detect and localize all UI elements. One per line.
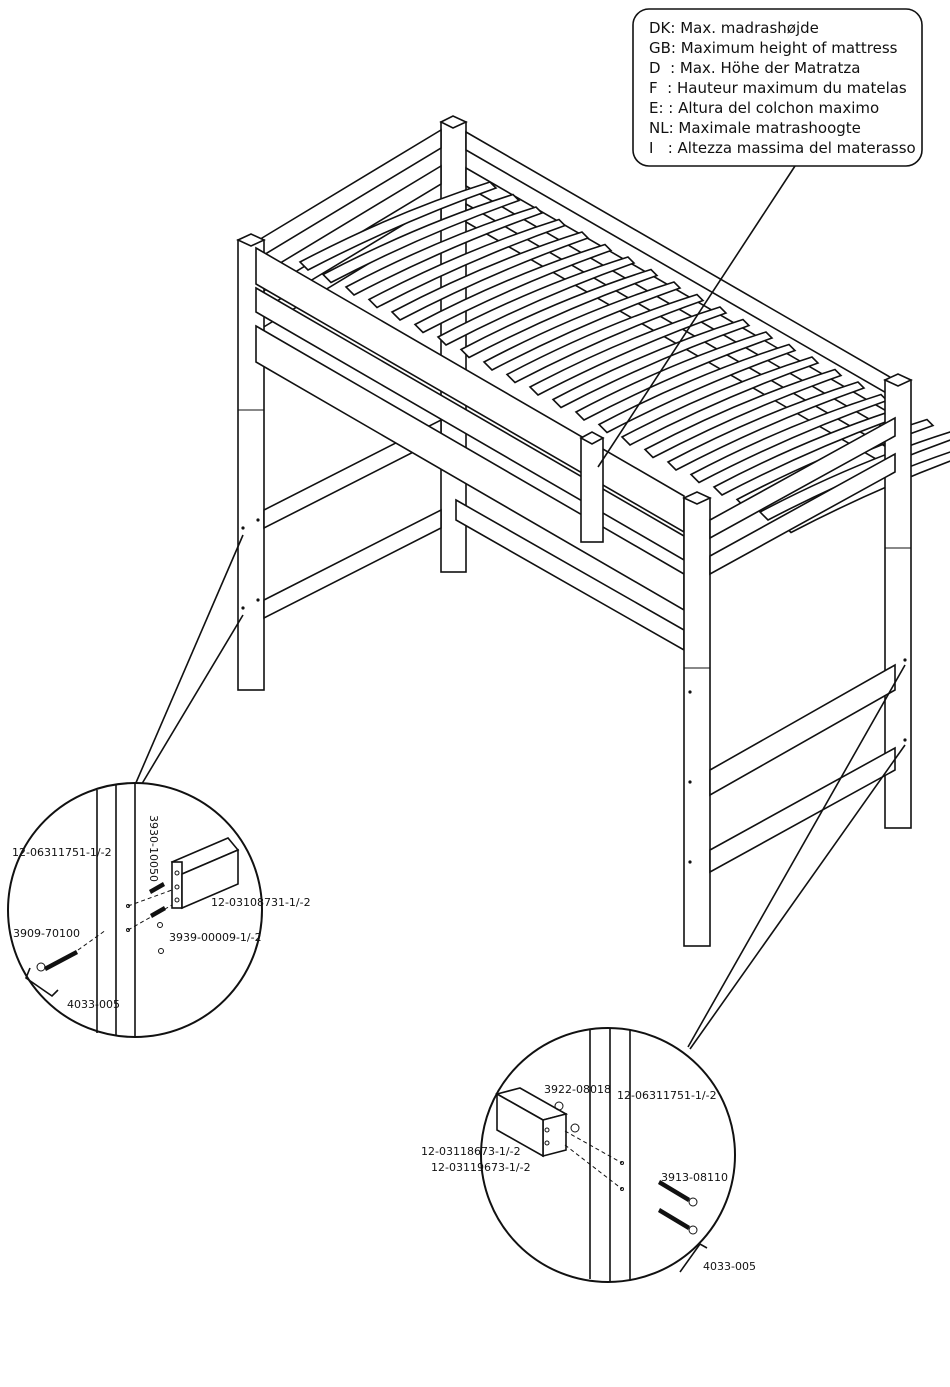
slat bbox=[551, 318, 751, 409]
label-rail-b: 12-03119673-1/-2 bbox=[431, 1161, 531, 1174]
slat bbox=[482, 281, 682, 371]
slat bbox=[390, 231, 590, 321]
slat bbox=[620, 356, 820, 446]
label-upright-left: 12-06311751-1/-2 bbox=[12, 846, 112, 859]
note-line-i: I : Altezza massima del materasso bbox=[649, 139, 916, 157]
label-rail-a: 12-03118673-1/-2 bbox=[421, 1145, 521, 1158]
note-line-e: E: : Altura del colchon maximo bbox=[649, 99, 879, 117]
detail-right: 3922-08018 12-06311751-1/-2 12-03118673-… bbox=[421, 664, 906, 1283]
slat bbox=[505, 293, 705, 384]
note-line-nl: NL: Maximale matrashoogte bbox=[649, 119, 861, 137]
label-rail-left: 12-03108731-1/-2 bbox=[211, 896, 311, 909]
mattress-height-note: DK: Max. madrashøjde GB: Maximum height … bbox=[597, 8, 923, 468]
slat bbox=[413, 243, 613, 334]
note-line-dk: DK: Max. madrashøjde bbox=[649, 19, 819, 37]
slat bbox=[643, 368, 843, 459]
label-bolt-right: 3913-08110 bbox=[661, 1171, 728, 1184]
bolt-holes bbox=[241, 518, 907, 864]
slat bbox=[321, 193, 521, 284]
slat bbox=[367, 218, 567, 309]
slat bbox=[298, 181, 498, 271]
label-washer-right: 3922-08018 bbox=[544, 1083, 611, 1096]
slat bbox=[597, 343, 797, 434]
slats bbox=[298, 181, 950, 534]
note-line-d: D : Max. Höhe der Matratza bbox=[649, 59, 860, 77]
label-key-left: 4033-005 bbox=[67, 998, 120, 1011]
note-line-gb: GB: Maximum height of mattress bbox=[649, 39, 898, 57]
label-upright-right: 12-06311751-1/-2 bbox=[617, 1089, 717, 1102]
label-nut-left: 3939-00009-1/-2 bbox=[169, 931, 262, 944]
slat bbox=[528, 306, 728, 396]
note-line-f: F : Hauteur maximum du matelas bbox=[649, 79, 907, 97]
slat bbox=[436, 256, 636, 346]
label-dowel: 3930-10050 bbox=[147, 815, 160, 882]
slat bbox=[459, 268, 659, 359]
slat bbox=[574, 331, 774, 421]
loft-bed-drawing bbox=[236, 115, 950, 947]
label-key-right: 4033-005 bbox=[703, 1260, 756, 1273]
label-bolt-left: 3909-70100 bbox=[13, 927, 80, 940]
slat bbox=[666, 381, 866, 471]
slat bbox=[344, 206, 544, 296]
detail-left: 12-06311751-1/-2 3930-10050 12-03108731-… bbox=[7, 534, 311, 1038]
